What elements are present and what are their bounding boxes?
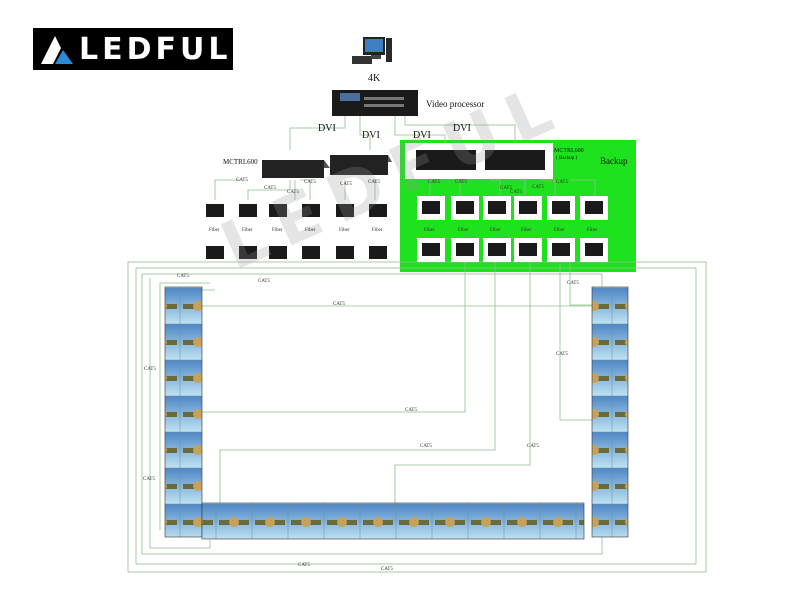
cat5-label: CAT5 xyxy=(287,190,299,195)
cat5-label: CAT5 xyxy=(556,352,568,357)
backup-label: Backup xyxy=(600,156,628,166)
fiber-label: Fiber xyxy=(339,228,350,233)
computer-icon xyxy=(352,37,392,64)
fiber-label: Fiber xyxy=(209,228,220,233)
cat5-label: CAT5 xyxy=(333,302,345,307)
cat5-label: CAT5 xyxy=(143,477,155,482)
cat5-label: CAT5 xyxy=(428,180,440,185)
processor-label: Video processor xyxy=(426,99,485,109)
cat5-label: CAT5 xyxy=(405,408,417,413)
cat5-label: CAT5 xyxy=(177,274,189,279)
fiber-label: Fiber xyxy=(587,228,598,233)
led-screen-bottom xyxy=(201,502,585,540)
cat5-label: CAT5 xyxy=(144,367,156,372)
cat5-label: CAT5 xyxy=(258,279,270,284)
cat5-label: CAT5 xyxy=(510,190,522,195)
cat5-label: CAT5 xyxy=(298,563,310,568)
fiber-label: Fiber xyxy=(458,228,469,233)
logo-text: LEDFUL xyxy=(79,32,232,67)
backup-fiber-converter-icon xyxy=(417,196,608,262)
cat5-label: CAT5 xyxy=(304,180,316,185)
backup-controller-note: ( Backup ) xyxy=(556,156,578,161)
controller-icon xyxy=(262,155,392,178)
dvi-label-2: DVI xyxy=(362,130,380,141)
cat5-label: CAT5 xyxy=(532,185,544,190)
dvi-label-1: DVI xyxy=(318,123,336,134)
fiber-label: Fiber xyxy=(554,228,565,233)
cat5-label: CAT5 xyxy=(236,178,248,183)
fiber-label: Fiber xyxy=(305,228,316,233)
backup-controller-label: MCTRL600 xyxy=(554,148,584,154)
cat5-label: CAT5 xyxy=(455,180,467,185)
cat5-label: CAT5 xyxy=(420,444,432,449)
cat5-label: CAT5 xyxy=(368,180,380,185)
logo-mark-icon xyxy=(41,36,73,64)
dvi-label-3: DVI xyxy=(413,130,431,141)
cat5-label: CAT5 xyxy=(567,281,579,286)
led-screen-left xyxy=(164,286,203,538)
fiber-converter-icon xyxy=(206,204,387,259)
cat5-label: CAT5 xyxy=(527,444,539,449)
cat5-label: CAT5 xyxy=(381,567,393,572)
video-processor-icon xyxy=(332,90,418,116)
fiber-label: Fiber xyxy=(372,228,383,233)
ledful-logo: LEDFUL xyxy=(33,28,233,70)
controller-label: MCTRL600 xyxy=(223,158,258,166)
led-screen-right xyxy=(591,286,629,538)
fiber-label: Fiber xyxy=(424,228,435,233)
dvi-label-4: DVI xyxy=(453,123,471,134)
fiber-label: Fiber xyxy=(242,228,253,233)
fiber-label: Fiber xyxy=(490,228,501,233)
backup-controller-icon xyxy=(405,143,553,179)
fiber-label: Fiber xyxy=(521,228,532,233)
cat5-label: CAT5 xyxy=(556,180,568,185)
cat5-label: CAT5 xyxy=(264,186,276,191)
fiber-label: Fiber xyxy=(272,228,283,233)
cat5-label: CAT5 xyxy=(500,186,512,191)
source-label: 4K xyxy=(368,73,381,84)
cat5-label: CAT5 xyxy=(340,182,352,187)
